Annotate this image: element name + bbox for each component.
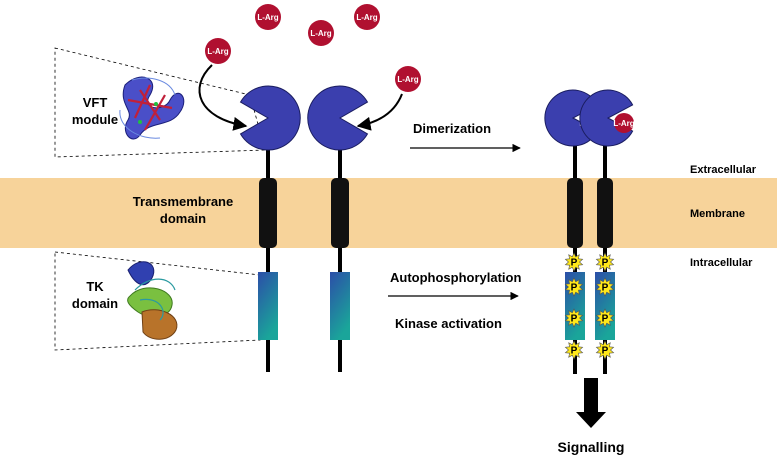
- ligand-label: L-Arg: [257, 13, 278, 22]
- receptor-2: [307, 85, 369, 372]
- phospho-label: P: [571, 346, 578, 357]
- phospho-group: P: [595, 277, 615, 297]
- vft-zoom-cone: [54, 47, 266, 158]
- ligand-label: L-Arg: [397, 75, 418, 84]
- transmembrane-segment-1: [259, 178, 277, 248]
- vft-structure-image: [119, 76, 185, 140]
- ligand-free-3: L-Arg: [354, 4, 380, 30]
- vft-label-line2: module: [72, 112, 118, 127]
- ligand-label: L-Arg: [207, 47, 228, 56]
- ligand-binding-arrow-2: [356, 93, 403, 131]
- phospho-group: P: [564, 277, 584, 297]
- ligand-binding-1: L-Arg: [205, 38, 231, 64]
- tk-label-line1: TK: [86, 279, 104, 294]
- ligand-free-2: L-Arg: [308, 20, 334, 46]
- phospho-group: P: [595, 340, 615, 360]
- extracellular-label: Extracellular: [690, 164, 757, 176]
- tm-label-line1: Transmembrane: [133, 194, 233, 209]
- kinase-activation-label: Kinase activation: [395, 316, 502, 331]
- tk-domain-1: [258, 272, 278, 340]
- dimer-tm-right: [597, 178, 613, 248]
- receptor-1: [239, 85, 301, 372]
- dimer-receptor-right: L-Arg: [579, 89, 635, 374]
- dimer-vft-right: [579, 89, 634, 147]
- phospho-label: P: [571, 283, 578, 294]
- phospho-starburst: [595, 340, 615, 360]
- phospho-group: P: [564, 340, 584, 360]
- phospho-label: P: [602, 258, 609, 269]
- transmembrane-segment-2: [331, 178, 349, 248]
- signalling-label: Signalling: [558, 439, 625, 455]
- phosphorylation-sites: P P P P P P P P: [564, 252, 615, 360]
- ligand-label: L-Arg: [356, 13, 377, 22]
- dimer-bound-ligand-right: L-Arg: [613, 113, 635, 133]
- phospho-group: P: [564, 308, 584, 328]
- ligand-binding-2: L-Arg: [395, 66, 421, 92]
- phospho-starburst: [564, 308, 584, 328]
- ligand-binding-arrow-1: [198, 64, 248, 131]
- vft-label-line1: VFT: [83, 95, 108, 110]
- phospho-starburst: [564, 277, 584, 297]
- phospho-starburst: [595, 308, 615, 328]
- phospho-starburst: [564, 252, 584, 272]
- phospho-label: P: [602, 346, 609, 357]
- tk-structure-image: [127, 261, 178, 340]
- phospho-group: P: [595, 308, 615, 328]
- phospho-starburst: [595, 252, 615, 272]
- membrane-label: Membrane: [690, 208, 745, 220]
- vft-module-pacman-1: [239, 85, 301, 151]
- phospho-starburst: [564, 340, 584, 360]
- ligand-label: L-Arg: [613, 119, 634, 128]
- autophosphorylation-label: Autophosphorylation: [390, 270, 521, 285]
- tm-label-line2: domain: [160, 211, 206, 226]
- dimerization-label: Dimerization: [413, 121, 491, 136]
- ligand-free-1: L-Arg: [255, 4, 281, 30]
- vft-module-pacman-2: [307, 85, 369, 151]
- phospho-group: P: [564, 252, 584, 272]
- phospho-starburst: [595, 277, 615, 297]
- membrane-band: [0, 178, 777, 248]
- phospho-label: P: [602, 283, 609, 294]
- signalling-arrow: [576, 378, 606, 428]
- phospho-label: P: [571, 258, 578, 269]
- tk-label-line2: domain: [72, 296, 118, 311]
- phospho-label: P: [571, 314, 578, 325]
- intracellular-label: Intracellular: [690, 257, 753, 269]
- phospho-label: P: [602, 314, 609, 325]
- dimer-tm-left: [567, 178, 583, 248]
- phospho-group: P: [595, 252, 615, 272]
- tk-domain-2: [330, 272, 350, 340]
- ligand-label: L-Arg: [310, 29, 331, 38]
